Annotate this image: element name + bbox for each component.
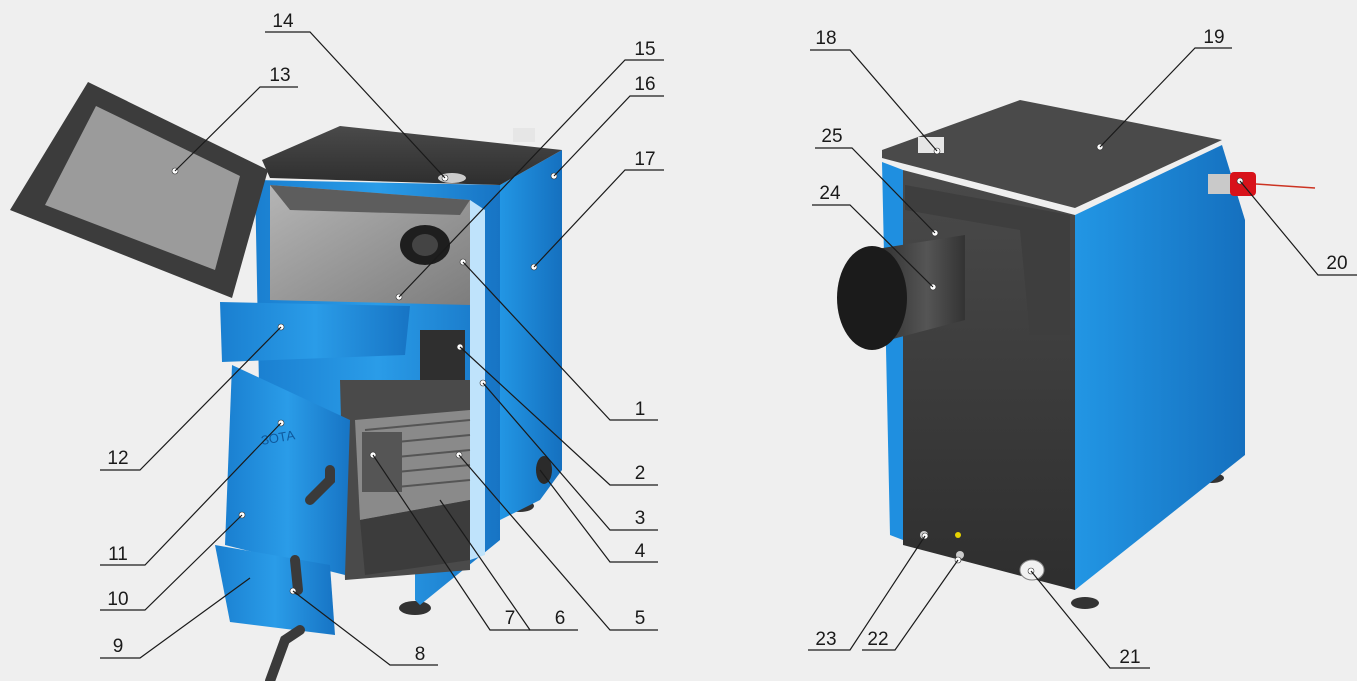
- ash-pan: [360, 500, 470, 575]
- callout-4-number: 4: [635, 541, 646, 562]
- callout-11-leader: [100, 422, 282, 566]
- callout-2-leader: [459, 346, 658, 486]
- callout-22-number: 22: [867, 629, 888, 650]
- top-cover: [262, 126, 562, 185]
- callout-15-number: 15: [634, 39, 655, 60]
- callout-4-leader: [539, 469, 658, 563]
- callout-6-number: 6: [555, 608, 566, 629]
- callout-17-number: 17: [634, 149, 655, 170]
- boiler-front-view: ЗОТА: [10, 82, 562, 681]
- thermostat: [1208, 174, 1232, 194]
- top-cover: [882, 100, 1222, 208]
- callout-8-number: 8: [415, 644, 426, 665]
- callout-5-number: 5: [635, 608, 646, 629]
- callout-23-number: 23: [815, 629, 836, 650]
- callout-13-number: 13: [269, 65, 290, 86]
- callout-3-leader: [482, 382, 658, 531]
- callout-10-leader: [100, 514, 243, 611]
- loading-door: [220, 302, 410, 362]
- callout-7-leader: [372, 454, 530, 631]
- heat-exchanger-pipe-inner: [412, 234, 438, 256]
- flue-shroud: [905, 185, 1070, 335]
- callout-21-leader: [1030, 570, 1150, 669]
- callout-25-leader: [815, 147, 936, 234]
- callout-18-number: 18: [815, 28, 836, 49]
- boiler-rear-view: [837, 100, 1316, 609]
- side-panel: [1075, 145, 1245, 590]
- callout-11-number: 11: [108, 544, 128, 565]
- callout-25-number: 25: [821, 126, 842, 147]
- ash-door-plate: [215, 545, 335, 635]
- insulation: [470, 200, 485, 560]
- callout-10-number: 10: [107, 589, 128, 610]
- door-handle: [305, 465, 335, 505]
- callout-15-leader: [398, 59, 664, 298]
- callout-7-number: 7: [505, 608, 516, 629]
- firebox-top: [270, 185, 470, 215]
- callout-14-leader: [265, 31, 446, 179]
- flue-pipe-mouth: [837, 246, 907, 350]
- callout-9-leader: [100, 577, 251, 659]
- grate-block: [362, 432, 402, 492]
- callout-13-leader: [174, 86, 298, 172]
- callout-5-leader: [458, 454, 658, 631]
- callout-12-number: 12: [107, 448, 128, 469]
- callout-18-leader: [810, 49, 938, 152]
- door-handle: [265, 625, 305, 681]
- callout-24-number: 24: [819, 183, 841, 204]
- callout-19-number: 19: [1203, 27, 1224, 48]
- callout-23-leader: [808, 535, 926, 651]
- callout-21-number: 21: [1119, 647, 1140, 668]
- callout-20-leader: [1239, 180, 1357, 276]
- callout-2-number: 2: [635, 463, 646, 484]
- callout-leaders: 1 2 3 4 5 6 7 8 9 10 11: [100, 11, 1357, 669]
- callout-24-leader: [812, 204, 934, 288]
- ash-door: [225, 365, 350, 575]
- callout-20-number: 20: [1326, 253, 1347, 274]
- callout-19-leader: [1099, 47, 1232, 148]
- door-handle: [290, 555, 303, 595]
- callout-14-number: 14: [272, 11, 294, 32]
- callout-1-number: 1: [635, 399, 646, 420]
- callout-17-leader: [533, 169, 664, 268]
- side-panel-edge: [882, 162, 903, 540]
- callout-16-leader: [553, 95, 664, 177]
- thermostat-capillary: [1255, 183, 1316, 189]
- boiler-leg: [399, 601, 431, 615]
- callout-16-number: 16: [634, 74, 655, 95]
- callout-8-leader: [292, 590, 438, 666]
- side-port: [536, 456, 552, 484]
- boiler-leg: [1071, 597, 1099, 609]
- top-door-panel: [45, 106, 240, 270]
- grounding-mark: [955, 532, 961, 538]
- callout-3-number: 3: [635, 508, 646, 529]
- callout-1-leader: [462, 261, 658, 421]
- top-outlet: [513, 128, 535, 142]
- callout-12-leader: [100, 326, 282, 471]
- callout-9-number: 9: [113, 636, 124, 657]
- door-logo: ЗОТА: [260, 427, 296, 448]
- callout-22-leader: [862, 559, 959, 651]
